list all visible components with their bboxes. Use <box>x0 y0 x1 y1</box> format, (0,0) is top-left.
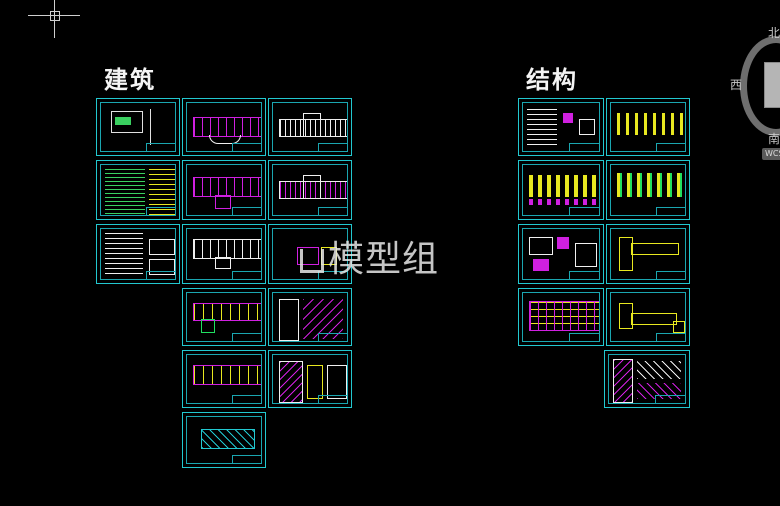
arch-sheet-plan-1[interactable] <box>182 98 266 156</box>
struct-sheet-slab-plan-1[interactable] <box>606 224 690 284</box>
viewcube-north-label[interactable]: 北 <box>768 26 780 40</box>
viewcube-icon[interactable]: 北 西 南 <box>730 24 780 146</box>
arch-sheet-cover[interactable] <box>96 98 180 156</box>
struct-sheet-foundation-plan[interactable] <box>606 98 690 156</box>
viewcube-west-label[interactable]: 西 <box>730 78 743 92</box>
wcs-icon[interactable]: WCS <box>762 148 780 160</box>
crosshair-cursor-icon <box>28 0 80 40</box>
structure-group-title: 结构 <box>526 66 578 94</box>
struct-sheet-column-layout[interactable] <box>518 160 604 220</box>
arch-sheet-elevation-2[interactable] <box>268 160 352 220</box>
struct-sheet-notes[interactable] <box>518 98 604 156</box>
struct-sheet-stair-detail[interactable] <box>604 350 690 408</box>
arch-sheet-stair-detail-2[interactable] <box>268 350 352 408</box>
arch-sheet-plan-2[interactable] <box>182 160 266 220</box>
arch-sheet-section[interactable] <box>268 224 352 284</box>
arch-sheet-notes[interactable] <box>96 160 180 220</box>
arch-sheet-schedule[interactable] <box>96 224 180 284</box>
arch-sheet-plan-3[interactable] <box>182 224 266 284</box>
arch-sheet-plan-5[interactable] <box>182 350 266 408</box>
struct-sheet-frame[interactable] <box>518 288 604 346</box>
viewcube-south-label[interactable]: 南 <box>768 132 780 146</box>
architecture-group-title: 建筑 <box>104 66 156 94</box>
viewcube-face[interactable] <box>764 62 780 108</box>
struct-sheet-details-1[interactable] <box>518 224 604 284</box>
watermark-text: 模型组 <box>300 230 439 282</box>
arch-sheet-stair-detail-1[interactable] <box>268 288 352 346</box>
struct-sheet-slab-plan-2[interactable] <box>606 288 690 346</box>
watermark-logo-icon <box>300 249 324 273</box>
arch-sheet-roof-plan[interactable] <box>182 412 266 468</box>
arch-sheet-elevation-1[interactable] <box>268 98 352 156</box>
struct-sheet-beam-plan[interactable] <box>606 160 690 220</box>
arch-sheet-plan-4[interactable] <box>182 288 266 346</box>
